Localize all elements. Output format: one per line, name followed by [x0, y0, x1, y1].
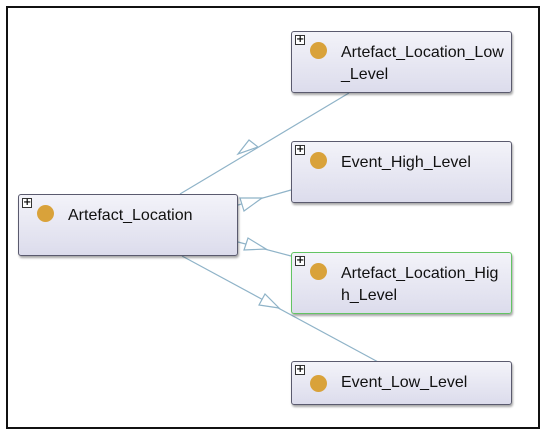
- expand-plus-icon[interactable]: +: [22, 197, 32, 208]
- expand-plus-icon[interactable]: +: [295, 364, 305, 375]
- class-circle-icon: [310, 263, 327, 280]
- expand-plus-icon[interactable]: +: [295, 34, 305, 45]
- node-label: Artefact_Location_Low_Level: [341, 44, 504, 83]
- class-node-event-low-level[interactable]: + Event_Low_Level: [291, 361, 512, 405]
- class-circle-icon: [310, 152, 327, 169]
- arrowhead-artefact-location-high-level: [243, 237, 268, 251]
- edge-to-event-low-level: [181, 255, 381, 364]
- node-label: Artefact_Location: [68, 207, 193, 224]
- arrowhead-event-low-level: [258, 293, 281, 309]
- expand-plus-icon[interactable]: +: [295, 255, 305, 266]
- class-node-artefact-location-high-level[interactable]: + Artefact_Location_High_Level: [291, 252, 512, 314]
- class-node-event-high-level[interactable]: + Event_High_Level: [291, 141, 512, 203]
- expand-plus-icon[interactable]: +: [295, 144, 305, 155]
- class-node-artefact-location-low-level[interactable]: + Artefact_Location_Low_Level: [291, 31, 512, 93]
- class-circle-icon: [37, 205, 54, 222]
- node-label: Artefact_Location_High_Level: [341, 265, 499, 304]
- class-circle-icon: [310, 375, 327, 392]
- node-label: Event_Low_Level: [341, 374, 468, 391]
- edge-to-artefact-location-low-level: [179, 92, 350, 195]
- class-circle-icon: [310, 42, 327, 59]
- arrowhead-event-high-level: [239, 197, 264, 212]
- node-label: Event_High_Level: [341, 154, 471, 171]
- arrowhead-artefact-location-low-level: [236, 139, 260, 156]
- class-node-artefact-location[interactable]: + Artefact_Location: [18, 194, 238, 256]
